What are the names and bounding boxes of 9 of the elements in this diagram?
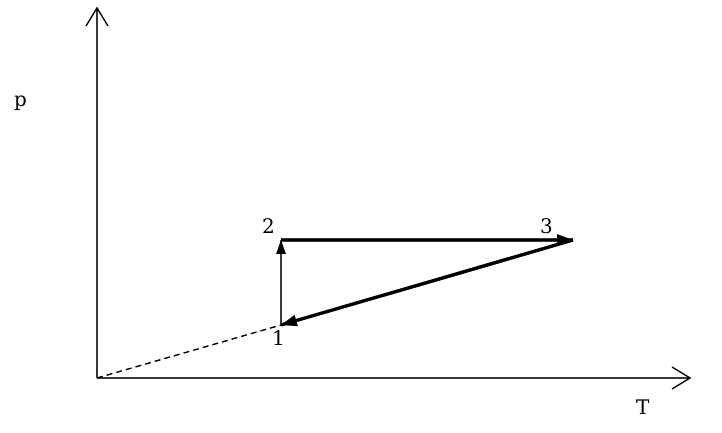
arrow [276,240,286,325]
point-label: 3 [540,215,553,237]
point-label: 2 [262,215,275,237]
point-label: 1 [272,327,285,349]
arrow [281,234,573,246]
dashed-line [96,324,282,379]
arrow [280,238,574,327]
axis-label: T [636,396,650,418]
axis-label: p [14,88,27,110]
